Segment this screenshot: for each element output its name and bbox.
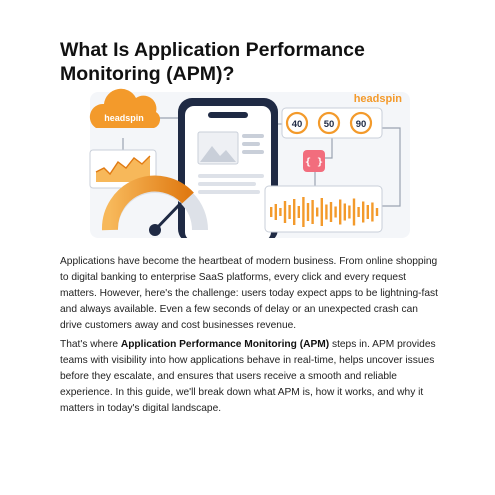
intro-paragraph: Applications have become the heartbeat o… — [60, 256, 438, 331]
apm-paragraph-lead: That's where — [60, 339, 121, 350]
headspin-logo: headspin — [354, 93, 403, 105]
score-90: 90 — [356, 119, 367, 130]
scores-card: 40 50 90 — [281, 107, 383, 139]
waveform-bar — [297, 206, 300, 218]
waveform-bar — [366, 205, 369, 219]
hero-illustration: headspin headspin — [60, 88, 435, 238]
apm-paragraph-body: steps in. APM provides teams with visibi… — [60, 339, 436, 414]
headspin-cloud: headspin — [89, 88, 161, 128]
waveform-bar — [357, 207, 360, 217]
waveform-bar — [343, 203, 346, 221]
waveform-bar — [348, 205, 351, 219]
score-50: 50 — [324, 119, 335, 130]
waveform-bar — [375, 208, 379, 216]
waveform-bar — [320, 198, 323, 226]
svg-text:{ }: { } — [305, 157, 323, 168]
waveform-bar — [311, 200, 314, 224]
waveform-bar — [316, 207, 319, 217]
waveform-bar — [352, 198, 356, 226]
waveform-bar — [293, 199, 296, 225]
phone-mockup — [178, 98, 278, 238]
apm-paragraph: That's where Application Performance Mon… — [60, 337, 440, 417]
waveform-bar — [274, 204, 277, 220]
waveform-card — [264, 185, 383, 233]
waveform-bar — [339, 199, 342, 225]
cloud-label: headspin — [104, 113, 144, 123]
score-40: 40 — [292, 119, 303, 130]
speed-gauge — [102, 175, 208, 236]
waveform-bar — [334, 206, 337, 218]
waveform-bar — [279, 208, 282, 216]
article-title: What Is Application Performance Monitori… — [60, 39, 365, 85]
apm-term: Application Performance Monitoring (APM) — [120, 339, 330, 350]
waveform-bar — [306, 203, 310, 221]
waveform-bar — [362, 201, 365, 223]
waveform-bar — [371, 202, 374, 222]
code-icon: { } — [303, 150, 325, 172]
waveform-bar — [325, 204, 328, 220]
waveform-bar — [283, 201, 287, 223]
waveform-bar — [302, 197, 305, 227]
waveform-bar — [288, 205, 291, 219]
waveform-bar — [270, 207, 273, 217]
waveform-bar — [329, 202, 333, 222]
